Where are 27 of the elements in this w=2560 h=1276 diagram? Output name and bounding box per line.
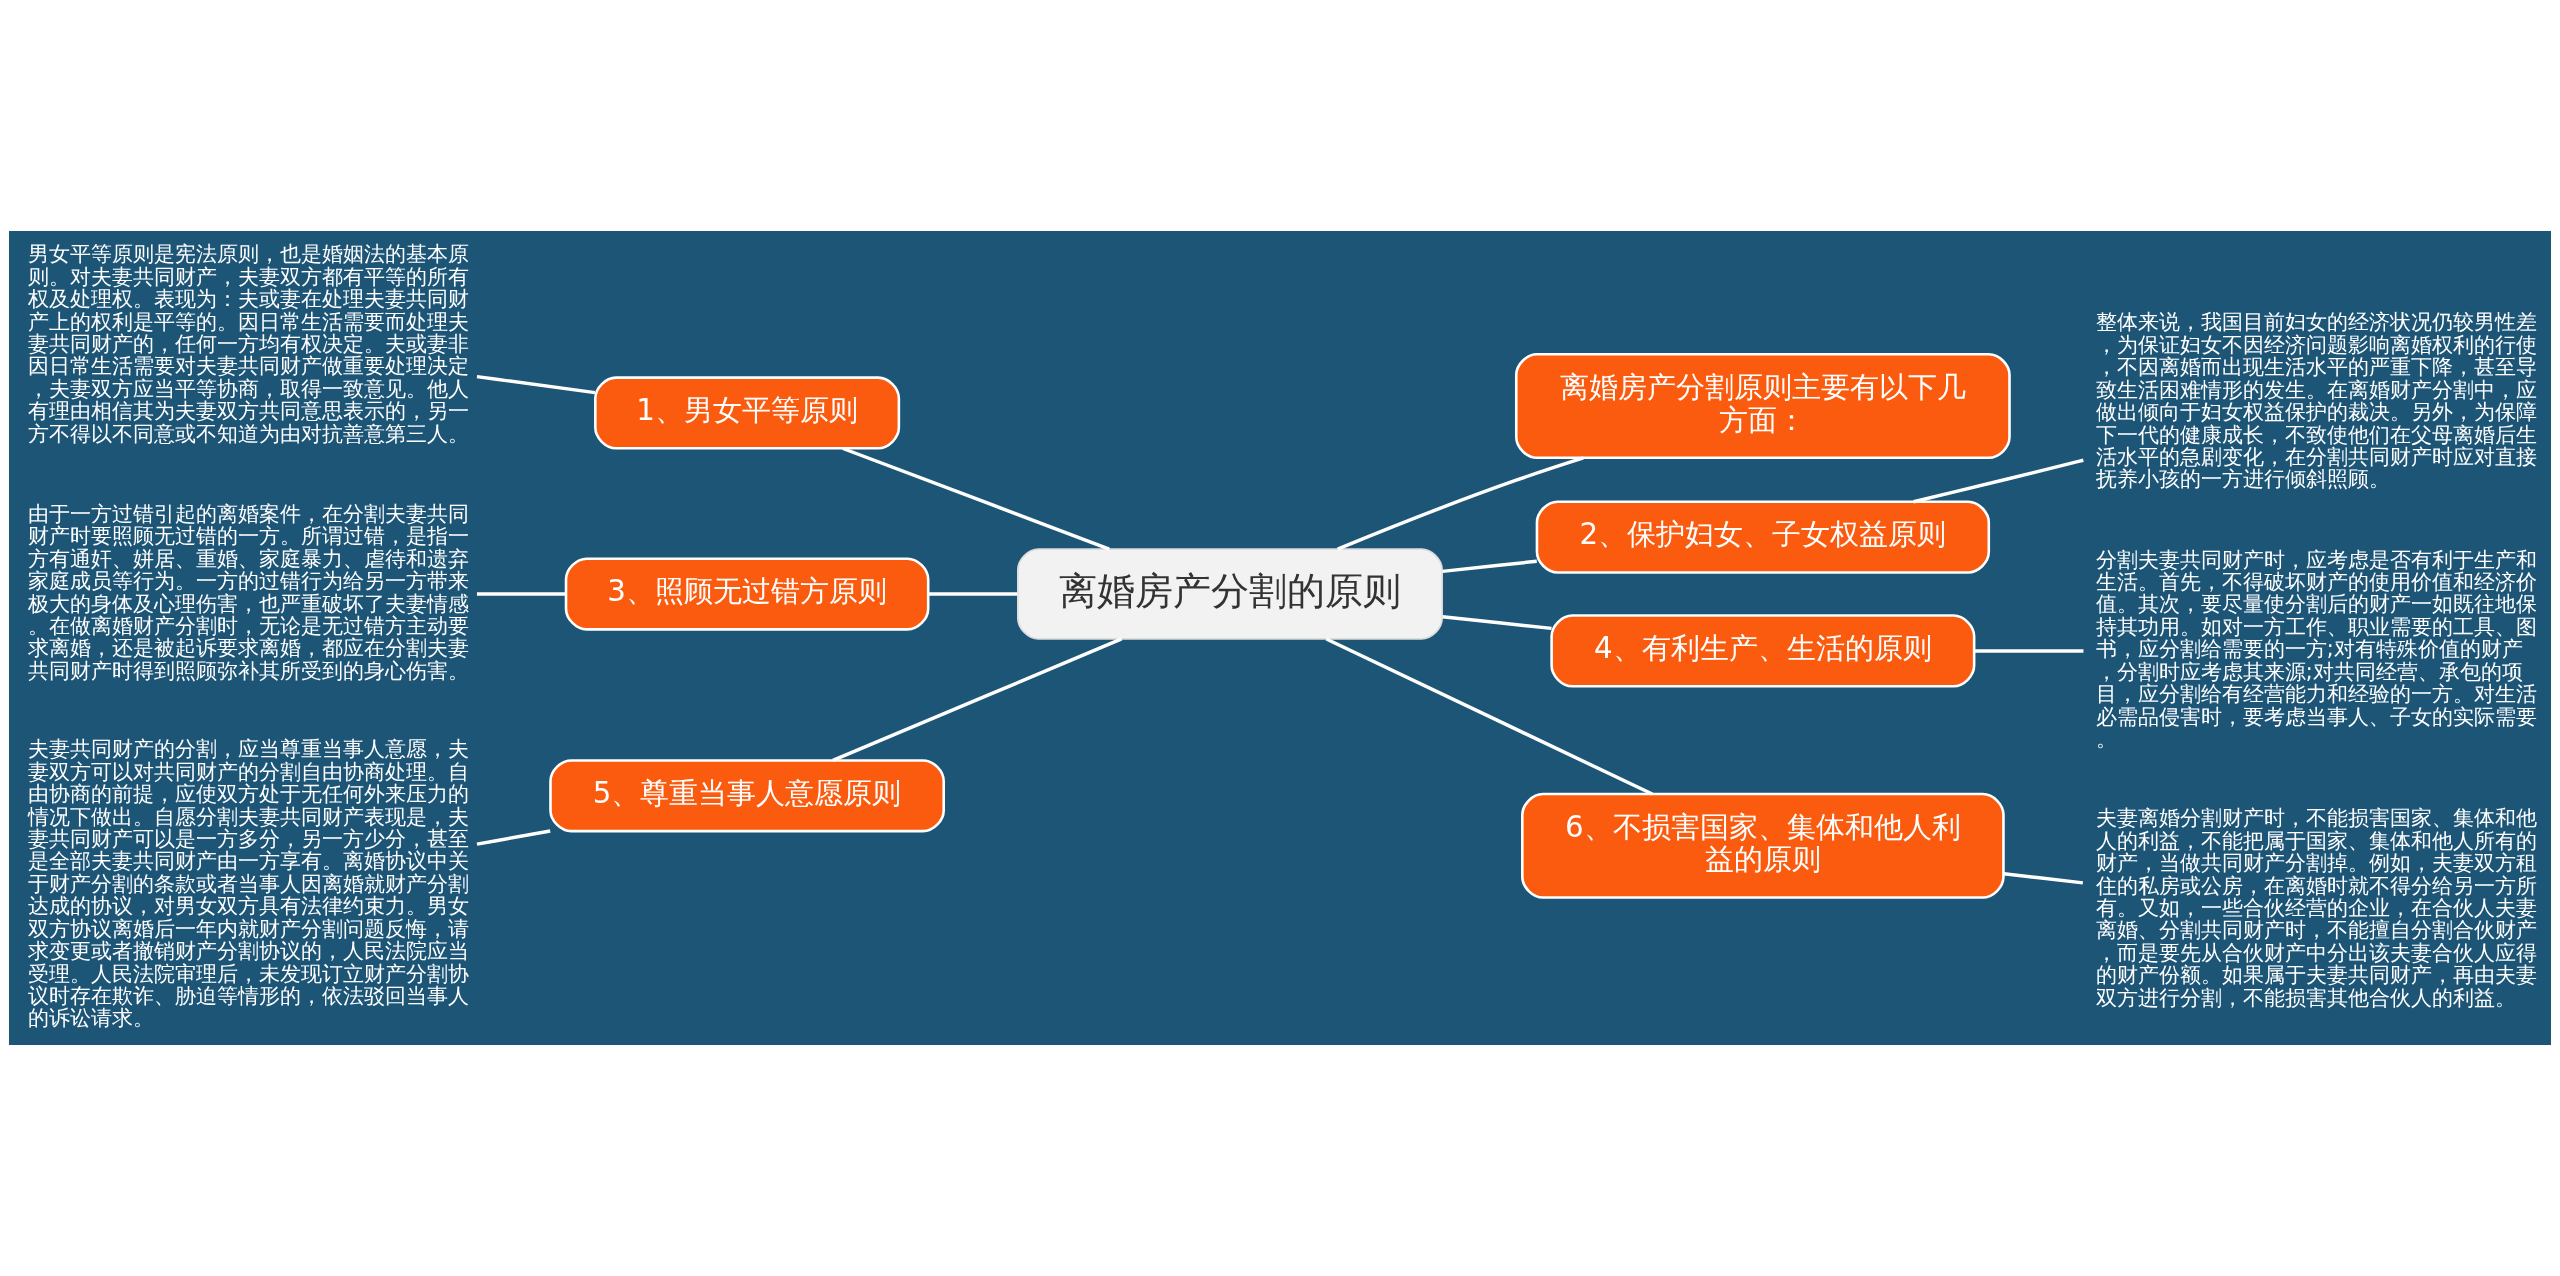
- connector: [476, 829, 551, 846]
- connector: [1325, 637, 1653, 796]
- connector: [2003, 872, 2084, 885]
- connector: [832, 637, 1123, 762]
- connector: [1974, 649, 2084, 653]
- node-text: 由于一方过错引起的离婚案件，在分割夫妻共同财产时要照顾无过错的一方。所谓过错，是指一方有通奸、姘居、重婚、家庭暴力、虐待和遗弃家庭成员等行为。一方的过错行为给另一方带来极大的身体及心理伤害，也严重破坏了夫妻情感。在做离婚财产分割时，无论是无过错方主动要求离婚，还是被起诉要求离婚，都应在分割夫妻共同财产时得到照顾弥补其所受到的身心伤害。: [27, 501, 469, 683]
- connector: [928, 592, 1018, 596]
- node-text: 夫妻离婚分割财产时，不能损害国家、集体和他人的利益，不能把属于国家、集体和他人所有的财产，当做共同财产分割掉。例如，夫妻双方租住的私房或公房，在离婚时就不得分给另一方所有。又如，一些合伙经营的企业，在合伙人夫妻离婚、分割共同财产时，不能擅自分割合伙财产，而是要先从合伙财产中分出该夫妻合伙人应得的财产份额。如果属于夫妻共同财产，再由夫妻双方进行分割，不能损害其他合伙人的利益。: [2095, 806, 2537, 1010]
- connector: [842, 446, 1110, 551]
- node-box: 2、保护妇女、子女权益原则: [1535, 500, 1991, 574]
- node-box: 3、照顾无过错方原则: [564, 557, 930, 631]
- node-box: 4、有利生产、生活的原则: [1550, 614, 1976, 688]
- connector: [1913, 458, 2084, 504]
- connector: [476, 592, 566, 596]
- node-text: 整体来说，我国目前妇女的经济状况仍较男性差，为保证妇女不因经济问题影响离婚权利的行使，不因离婚而出现生活水平的严重下降，甚至导致生活困难情形的发生。在离婚财产分割中，应做出倾向于妇女权益保护的裁决。另外，为保障下一代的健康成长，不致使他们在父母离婚后生活水平的急剧变化，在分割共同财产时应对直接抚养小孩的一方进行倾斜照顾。: [2095, 310, 2537, 492]
- connector: [1442, 614, 1552, 631]
- node-box: 6、不损害国家、集体和他人利益的原则: [1521, 792, 2005, 899]
- connector: [1442, 559, 1537, 574]
- node-text: 分割夫妻共同财产时，应考虑是否有利于生产和生活。首先，不得破坏财产的使用价值和经济价值。其次，要尽量使分割后的财产一如既往地保持其功用。如对一方工作、职业需要的工具、图书，应分割给需要的一方;对有特殊价值的财产，分割时应考虑其来源;对共同经营、承包的项目，应分割给有经营能力和经验的一方。对生活必需品侵害时，要考虑当事人、子女的实际需要。: [2095, 547, 2537, 751]
- node-box: 离婚房产分割原则主要有以下几方面：: [1514, 353, 2011, 460]
- connector: [1336, 456, 1584, 551]
- node-box: 5、尊重当事人意愿原则: [549, 759, 945, 833]
- node-text: 夫妻共同财产的分割，应当尊重当事人意愿，夫妻双方可以对共同财产的分割自由协商处理。自由协商的前提，应使双方处于无任何外来压力的情况下做出。自愿分割夫妻共同财产表现是，夫妻共同财产可以是一方多分，另一方少分，甚至是全部夫妻共同财产由一方享有。离婚协议中关于财产分割的条款或者当事人因离婚就财产分割达成的协议，对男女双方具有法律约束力。男女双方协议离婚后一年内就财产分割问题反悔，请求变更或者撤销财产分割协议的，人民法院应当受理。人民法院审理后，未发现订立财产分割协议时存在欺诈、胁迫等情形的，依法驳回当事人的诉讼请求。: [27, 737, 469, 1031]
- node-text: 男女平等原则是宪法原则，也是婚姻法的基本原则。对夫妻共同财产，夫妻双方都有平等的所有权及处理权。表现为：夫或妻在处理夫妻共同财产上的权利是平等的。因日常生活需要而处理夫妻共同财产的，任何一方均有权决定。夫或妻非因日常生活需要对夫妻共同财产做重要处理决定，夫妻双方应当平等协商，取得一致意见。他人有理由相信其为夫妻双方共同意思表示的，另一方不得以不同意或不知道为由对抗善意第三人。: [27, 242, 469, 446]
- connector: [476, 374, 596, 395]
- node-box: 离婚房产分割的原则: [1017, 548, 1443, 640]
- node-box: 1、男女平等原则: [594, 376, 901, 450]
